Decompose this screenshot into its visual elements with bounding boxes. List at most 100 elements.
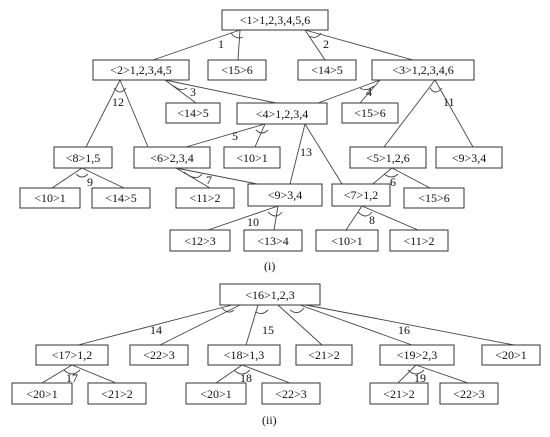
svg-text:<10>1: <10>1	[331, 234, 363, 248]
node-10-c: <10>1	[315, 229, 379, 252]
svg-text:<17>1,2: <17>1,2	[52, 348, 93, 362]
node-15-a: <15>6	[207, 59, 267, 81]
edge-label-17: 17	[66, 371, 78, 385]
edge-label-7: 7	[206, 173, 212, 187]
node-17: <17>1,2	[35, 344, 109, 366]
svg-text:<11>2: <11>2	[189, 191, 220, 205]
node-9-b: <9>3,4	[247, 183, 323, 207]
svg-text:<14>5: <14>5	[177, 106, 209, 120]
svg-text:<15>6: <15>6	[354, 106, 386, 120]
svg-text:<9>3,4: <9>3,4	[452, 151, 487, 165]
node-5: <5>1,2,6	[349, 146, 427, 169]
node-9-a: <9>3,4	[435, 146, 503, 169]
svg-text:<8>1,5: <8>1,5	[66, 151, 101, 165]
edge-label-14: 14	[150, 323, 162, 337]
node-18: <18>1,3	[207, 344, 281, 366]
edge-label-9: 9	[87, 175, 93, 189]
edge-label-5: 5	[232, 129, 238, 143]
svg-text:<18>1,3: <18>1,3	[224, 348, 265, 362]
svg-text:<11>2: <11>2	[403, 234, 434, 248]
node-10-b: <10>1	[19, 187, 81, 209]
node-15-c: <15>6	[403, 187, 465, 209]
svg-text:<7>1,2: <7>1,2	[344, 188, 379, 202]
edge-label-8: 8	[369, 213, 375, 227]
svg-text:<22>3: <22>3	[275, 387, 307, 401]
edge-label-15: 15	[262, 323, 274, 337]
edge-label-12: 12	[112, 95, 124, 109]
node-21-a: <21>2	[295, 344, 353, 366]
edge-label-16: 16	[398, 323, 410, 337]
node-8: <8>1,5	[53, 146, 113, 169]
svg-text:<5>1,2,6: <5>1,2,6	[366, 151, 410, 165]
node-7: <7>1,2	[331, 183, 391, 207]
svg-text:<2>1,2,3,4,5: <2>1,2,3,4,5	[110, 63, 172, 77]
diagram-ii-edges	[41, 304, 515, 384]
svg-text:<21>2: <21>2	[383, 387, 415, 401]
svg-text:<21>2: <21>2	[101, 387, 133, 401]
svg-text:<20>1: <20>1	[26, 387, 58, 401]
svg-text:<4>1,2,3,4: <4>1,2,3,4	[256, 107, 309, 121]
node-20-b: <20>1	[11, 382, 73, 405]
svg-text:<22>3: <22>3	[143, 348, 175, 362]
edge-label-4: 4	[366, 85, 372, 99]
edge-label-1: 1	[218, 37, 224, 51]
node-21-b: <21>2	[87, 382, 147, 405]
node-10-a: <10>1	[223, 146, 281, 169]
node-14-b: <14>5	[165, 102, 221, 124]
svg-text:<15>6: <15>6	[418, 191, 450, 205]
caption-i: (i)	[264, 259, 275, 273]
node-6: <6>2,3,4	[133, 146, 211, 169]
svg-text:<12>3: <12>3	[184, 234, 216, 248]
diagram-ii-edge-labels: 14 15 16 17 18 19	[66, 323, 426, 385]
svg-text:<21>2: <21>2	[308, 348, 340, 362]
diagram-ii-and-arcs	[63, 307, 425, 375]
node-14-c: <14>5	[91, 187, 151, 209]
svg-text:<3>1,2,3,4,6: <3>1,2,3,4,6	[392, 63, 454, 77]
node-22-a: <22>3	[129, 344, 189, 366]
node-19: <19>2,3	[379, 344, 455, 366]
edge-label-13: 13	[300, 145, 312, 159]
svg-text:<9>3,4: <9>3,4	[268, 188, 303, 202]
svg-text:<13>4: <13>4	[257, 234, 289, 248]
svg-text:<19>2,3: <19>2,3	[397, 348, 438, 362]
edge-label-3: 3	[190, 85, 196, 99]
svg-text:<10>1: <10>1	[34, 191, 66, 205]
svg-text:<1>1,2,3,4,5,6: <1>1,2,3,4,5,6	[240, 13, 311, 27]
diagram-i-nodes: <1>1,2,3,4,5,6 <2>1,2,3,4,5 <15>6 <14>5 …	[19, 9, 503, 252]
svg-text:<14>5: <14>5	[105, 191, 137, 205]
node-11-a: <11>2	[175, 187, 235, 209]
node-4: <4>1,2,3,4	[236, 102, 328, 125]
caption-ii: (ii)	[262, 413, 277, 427]
edge-label-6: 6	[390, 175, 396, 189]
edge-label-18: 18	[240, 371, 252, 385]
node-11-b: <11>2	[389, 229, 449, 252]
node-20-a: <20>1	[481, 344, 541, 366]
svg-text:<6>2,3,4: <6>2,3,4	[150, 151, 194, 165]
svg-text:<20>1: <20>1	[495, 348, 527, 362]
diagram-ii-nodes: <16>1,2,3 <17>1,2 <22>3 <18>1,3 <21>2 <1…	[11, 283, 541, 405]
svg-text:<10>1: <10>1	[236, 151, 268, 165]
svg-text:<15>6: <15>6	[221, 63, 253, 77]
diagram-i-and-arcs	[75, 32, 443, 217]
node-13: <13>4	[243, 229, 303, 252]
node-22-b: <22>3	[261, 382, 321, 405]
svg-text:<16>1,2,3: <16>1,2,3	[245, 288, 295, 302]
node-16: <16>1,2,3	[219, 283, 321, 306]
diagram-i-edges	[51, 29, 474, 231]
node-22-c: <22>3	[439, 382, 499, 405]
node-1: <1>1,2,3,4,5,6	[221, 9, 329, 31]
edge-label-19: 19	[414, 371, 426, 385]
svg-text:<22>3: <22>3	[453, 387, 485, 401]
node-20-c: <20>1	[185, 382, 247, 405]
diagram-i-edge-labels: 1 2 3 4 5 6 7 8 9 10 11 12 13	[87, 37, 455, 229]
edge-label-10: 10	[247, 215, 259, 229]
node-12: <12>3	[169, 229, 231, 252]
node-3: <3>1,2,3,4,6	[371, 59, 475, 81]
svg-text:<20>1: <20>1	[200, 387, 232, 401]
node-14-a: <14>5	[297, 59, 357, 81]
edge-label-11: 11	[443, 95, 455, 109]
edge-label-2: 2	[323, 37, 329, 51]
node-15-b: <15>6	[341, 102, 399, 124]
node-2: <2>1,2,3,4,5	[92, 59, 190, 81]
